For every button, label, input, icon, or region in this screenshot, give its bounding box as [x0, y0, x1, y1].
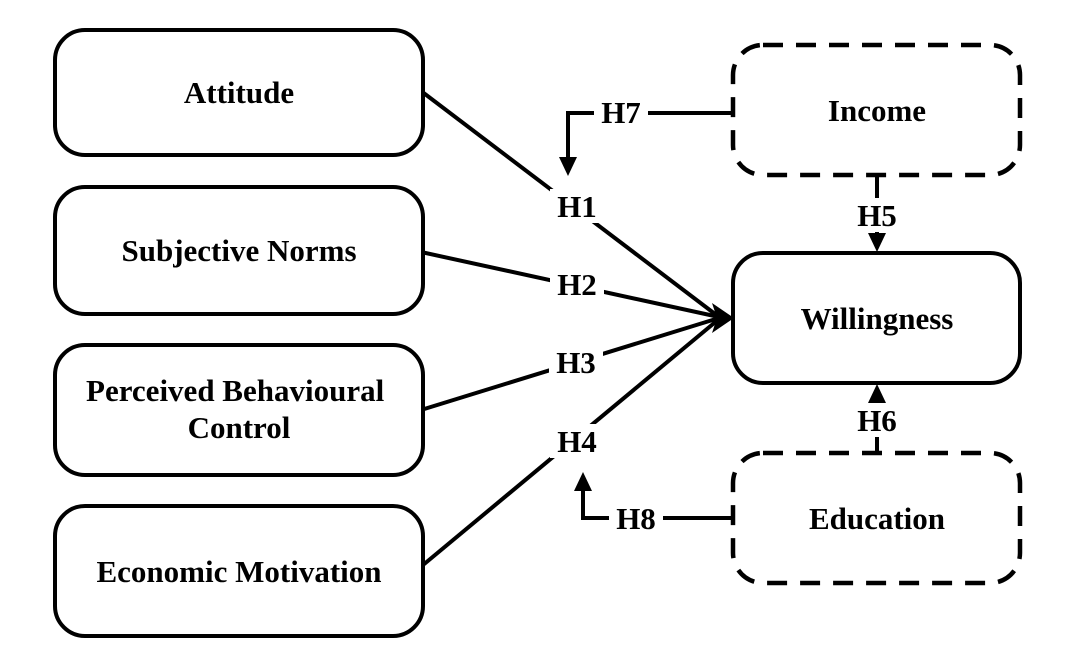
node-economic-motivation-label: Economic Motivation [97, 554, 382, 589]
edge-h7-label: H7 [601, 95, 641, 130]
edge-h8 [574, 472, 733, 520]
node-attitude: Attitude [53, 28, 425, 157]
edge-h5-label-group: H5 [850, 198, 904, 233]
pbc-label-line1: Perceived Behavioural [86, 373, 385, 408]
node-subjective-norms: Subjective Norms [53, 185, 425, 316]
willingness-convergence-arrowhead [712, 303, 734, 333]
edge-h5-label: H5 [857, 198, 897, 233]
node-subjective-norms-label: Subjective Norms [121, 233, 356, 268]
edge-h6-label-group: H6 [850, 403, 904, 438]
edge-h8-label: H8 [616, 501, 656, 536]
node-willingness-label: Willingness [801, 301, 954, 336]
edge-h3-label-bg [549, 345, 603, 379]
edge-h6-arrowhead [868, 384, 886, 403]
edge-h1-label-bg [550, 189, 604, 223]
edge-h1-label: H1 [557, 189, 597, 224]
edge-h7-label-group: H7 [594, 95, 648, 130]
edge-h6-label: H6 [857, 403, 897, 438]
edge-h6-label-bg [850, 403, 904, 437]
edge-h1-label-group: H1 [550, 189, 604, 224]
edge-h2-label: H2 [557, 267, 597, 302]
node-perceived-behavioural-control-label: Perceived Behavioural Control [86, 373, 392, 445]
edge-h7-arrowhead [559, 157, 577, 176]
node-willingness: Willingness [731, 251, 1022, 385]
edge-h4-label-group: H4 [550, 424, 604, 459]
edge-h5-arrowhead [868, 233, 886, 252]
edge-h8-label-group: H8 [609, 501, 663, 536]
edge-h3-label-group: H3 [549, 345, 603, 380]
node-education-label: Education [809, 501, 945, 536]
edge-h5-label-bg [850, 198, 904, 232]
edge-h2-label-group: H2 [550, 267, 604, 302]
node-economic-motivation-box [53, 504, 425, 638]
edge-h4-label: H4 [557, 424, 597, 459]
edge-h7-label-bg [594, 95, 648, 129]
edge-h8-arrowhead [574, 472, 592, 491]
node-income: Income [730, 42, 1023, 178]
edge-h8-label-bg [609, 501, 663, 535]
node-attitude-label: Attitude [184, 75, 294, 110]
node-income-box [730, 42, 1023, 178]
node-education-box [730, 450, 1023, 586]
edge-h3-label: H3 [556, 345, 596, 380]
pbc-label-line2: Control [188, 410, 291, 445]
node-attitude-box [53, 28, 425, 157]
edge-h7 [559, 111, 733, 176]
node-perceived-behavioural-control: Perceived Behavioural Control [53, 343, 425, 477]
edge-h2-label-bg [550, 267, 604, 301]
node-willingness-box [731, 251, 1022, 385]
node-subjective-norms-box [53, 185, 425, 316]
node-economic-motivation: Economic Motivation [53, 504, 425, 638]
node-perceived-behavioural-control-box [53, 343, 425, 477]
node-income-label: Income [828, 93, 926, 128]
node-education: Education [730, 450, 1023, 586]
edge-h8-line [581, 488, 733, 520]
edge-h7-line [566, 111, 733, 160]
edge-h4-label-bg [550, 424, 604, 458]
